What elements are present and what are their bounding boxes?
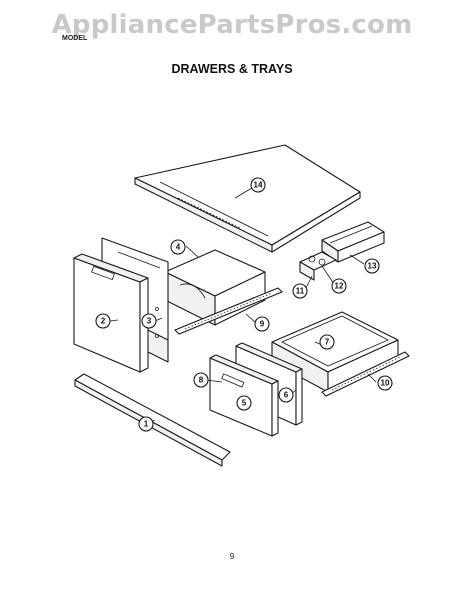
- callout-11: 11: [292, 283, 308, 299]
- svg-text:12: 12: [335, 282, 344, 291]
- svg-text:2: 2: [101, 317, 106, 326]
- callout-14: 14: [250, 177, 266, 193]
- svg-text:4: 4: [176, 243, 181, 252]
- svg-text:8: 8: [199, 376, 204, 385]
- callout-6: 6: [278, 387, 294, 403]
- svg-text:1: 1: [144, 420, 149, 429]
- callout-3: 3: [141, 313, 157, 329]
- callout-10: 10: [377, 375, 393, 391]
- callout-13: 13: [364, 258, 380, 274]
- watermark: AppliancePartsPros.com: [51, 10, 413, 40]
- part-13-small-tray: [321, 221, 385, 263]
- svg-text:11: 11: [296, 287, 305, 296]
- callout-2: 2: [95, 313, 111, 329]
- svg-text:14: 14: [254, 181, 263, 190]
- callout-9: 9: [254, 316, 270, 332]
- part-1-kick-plate: [74, 373, 231, 467]
- model-label: MODEL: [62, 35, 88, 42]
- part-11-12-bracket: [299, 251, 337, 281]
- callout-8: 8: [193, 372, 209, 388]
- callout-1: 1: [138, 416, 154, 432]
- page-title: DRAWERS & TRAYS: [171, 62, 293, 76]
- svg-text:7: 7: [325, 338, 330, 347]
- svg-text:9: 9: [260, 320, 265, 329]
- part-7-drawer-box: [271, 311, 399, 393]
- part-10-slide-rail: [321, 351, 410, 397]
- page-number: 9: [229, 552, 235, 561]
- callout-5: 5: [236, 395, 252, 411]
- part-9-slide-rail: [174, 287, 283, 335]
- svg-text:10: 10: [381, 379, 390, 388]
- part-14-top-tray: [134, 144, 361, 253]
- svg-text:5: 5: [242, 399, 247, 408]
- callout-4: 4: [170, 239, 186, 255]
- callout-12: 12: [331, 278, 347, 294]
- svg-text:13: 13: [368, 262, 377, 271]
- callout-7: 7: [319, 334, 335, 350]
- svg-text:6: 6: [284, 391, 289, 400]
- svg-text:3: 3: [147, 317, 152, 326]
